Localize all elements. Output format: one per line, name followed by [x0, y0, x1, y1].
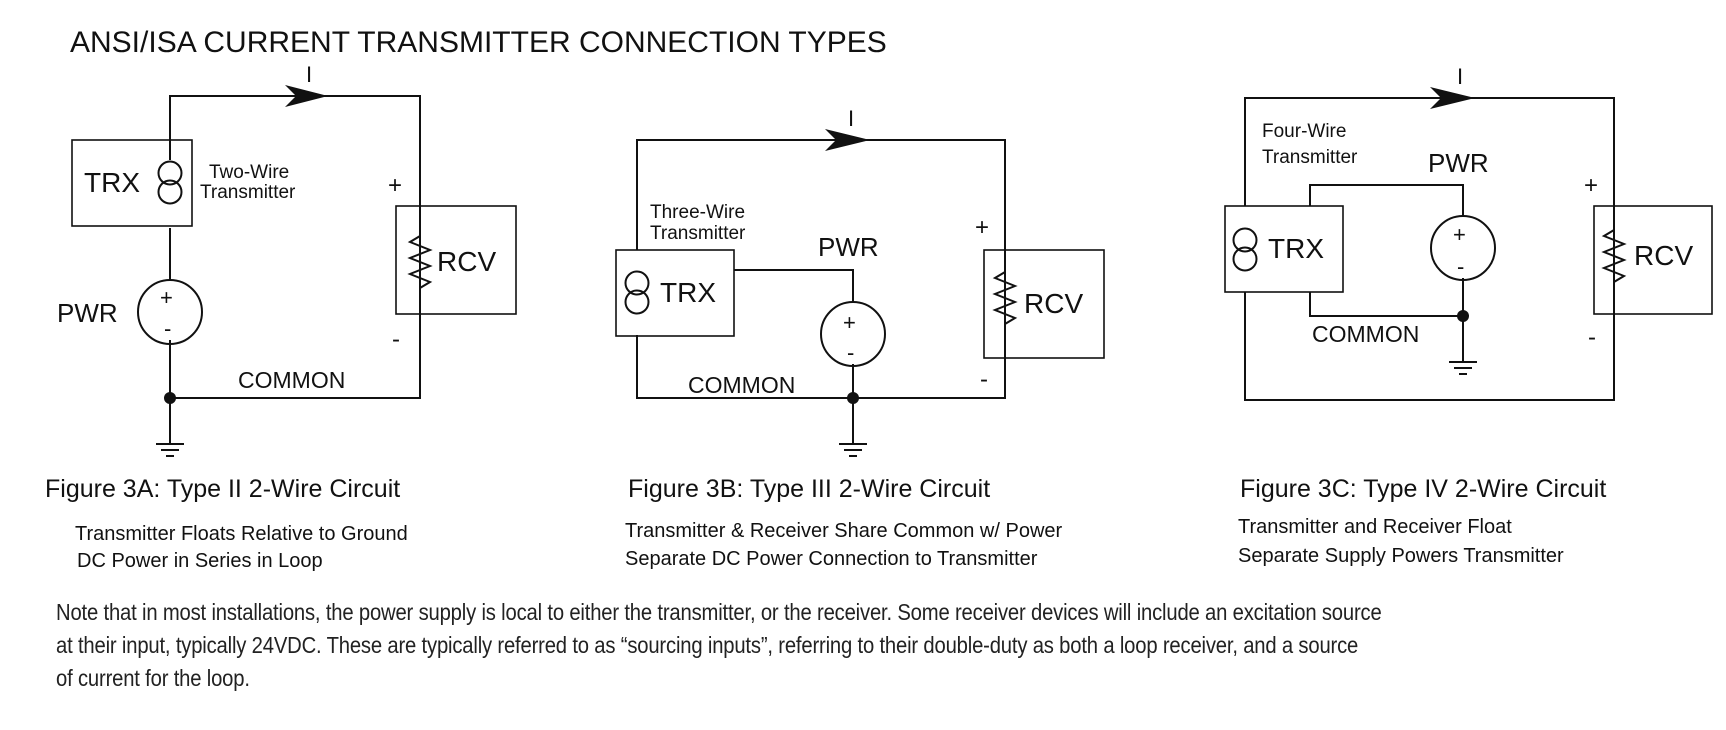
pwr-label: PWR: [1428, 148, 1489, 178]
trx-box: [615, 249, 735, 337]
common-wire: [1309, 292, 1463, 317]
figure-subtitle-1: Transmitter Floats Relative to Ground: [75, 523, 408, 545]
current-label: I: [306, 62, 312, 87]
figure-caption: Figure 3C: Type IV 2-Wire Circuit: [1240, 475, 1606, 503]
rcv-label: RCV: [1634, 240, 1693, 271]
trx-desc-line1: Four-Wire: [1262, 121, 1346, 142]
rcv-minus: -: [980, 366, 988, 393]
rcv-plus: +: [1584, 172, 1598, 199]
pwr-minus: -: [164, 316, 171, 341]
figure-subtitle-2: Separate DC Power Connection to Transmit…: [625, 548, 1038, 570]
trx-desc-line1: Two-Wire: [209, 162, 289, 183]
current-source-icon: [157, 160, 183, 205]
current-arrow: [1430, 87, 1475, 109]
power-source-icon: [820, 301, 886, 367]
resistor-icon: [992, 262, 1018, 336]
pwr-plus: +: [843, 310, 856, 335]
figure-3a: I TRX Two-Wire Transmitter + - PWR RCV +…: [45, 62, 517, 572]
trx-desc-line2: Transmitter: [650, 223, 746, 244]
resistor-icon: [1601, 222, 1627, 292]
ground-icon: [155, 429, 185, 457]
rcv-box: [395, 205, 517, 315]
figure-3b: I Three-Wire Transmitter TRX PWR + - RCV…: [615, 106, 1105, 570]
current-label: I: [1457, 64, 1463, 89]
junction-dot: [1457, 310, 1469, 322]
trx-desc-line2: Transmitter: [200, 182, 296, 203]
figure-caption: Figure 3B: Type III 2-Wire Circuit: [628, 475, 990, 503]
trx-desc-line2: Transmitter: [1262, 147, 1358, 168]
trx-box: [1224, 205, 1344, 293]
common-label: COMMON: [688, 372, 795, 398]
power-source-icon: [137, 279, 203, 345]
rcv-label: RCV: [1024, 288, 1083, 319]
figure-subtitle-2: Separate Supply Powers Transmitter: [1238, 545, 1564, 567]
ground-icon: [838, 429, 868, 457]
rcv-box: [983, 249, 1105, 359]
figure-subtitle-2: DC Power in Series in Loop: [77, 550, 323, 572]
page-title: ANSI/ISA CURRENT TRANSMITTER CONNECTION …: [70, 26, 887, 59]
rcv-plus: +: [388, 172, 402, 199]
rcv-plus: +: [975, 214, 989, 241]
current-arrow: [285, 85, 328, 107]
trx-label: TRX: [1268, 233, 1324, 264]
figure-subtitle-1: Transmitter & Receiver Share Common w/ P…: [625, 520, 1063, 542]
rcv-box: [1593, 205, 1713, 315]
current-arrow: [825, 129, 870, 151]
pwr-plus: +: [160, 285, 173, 310]
common-label: COMMON: [1312, 321, 1419, 347]
loop-wire: [169, 95, 421, 399]
ground-icon: [1448, 347, 1478, 375]
current-source-icon: [1232, 227, 1258, 272]
current-label: I: [848, 106, 854, 131]
trx-box: [71, 139, 193, 227]
rcv-minus: -: [1588, 324, 1596, 351]
power-source-icon: [1430, 215, 1496, 281]
trx-label: TRX: [660, 277, 716, 308]
figure-3c: I Four-Wire Transmitter TRX PWR + - RCV …: [1224, 64, 1713, 567]
explanatory-note: Note that in most installations, the pow…: [56, 599, 1382, 691]
current-source-icon: [624, 270, 650, 315]
resistor-icon: [407, 228, 433, 298]
figure-caption: Figure 3A: Type II 2-Wire Circuit: [45, 475, 400, 503]
trx-desc-line1: Three-Wire: [650, 202, 745, 223]
common-label: COMMON: [238, 367, 345, 393]
rcv-label: RCV: [437, 246, 496, 277]
figure-subtitle-1: Transmitter and Receiver Float: [1238, 516, 1512, 538]
trx-label: TRX: [84, 167, 140, 198]
pwr-label: PWR: [57, 298, 118, 328]
pwr-label: PWR: [818, 232, 879, 262]
power-wire: [1309, 184, 1464, 216]
rcv-minus: -: [392, 326, 400, 353]
pwr-minus: -: [847, 340, 854, 365]
power-wire: [734, 269, 854, 302]
pwr-plus: +: [1453, 222, 1466, 247]
pwr-minus: -: [1457, 254, 1464, 279]
